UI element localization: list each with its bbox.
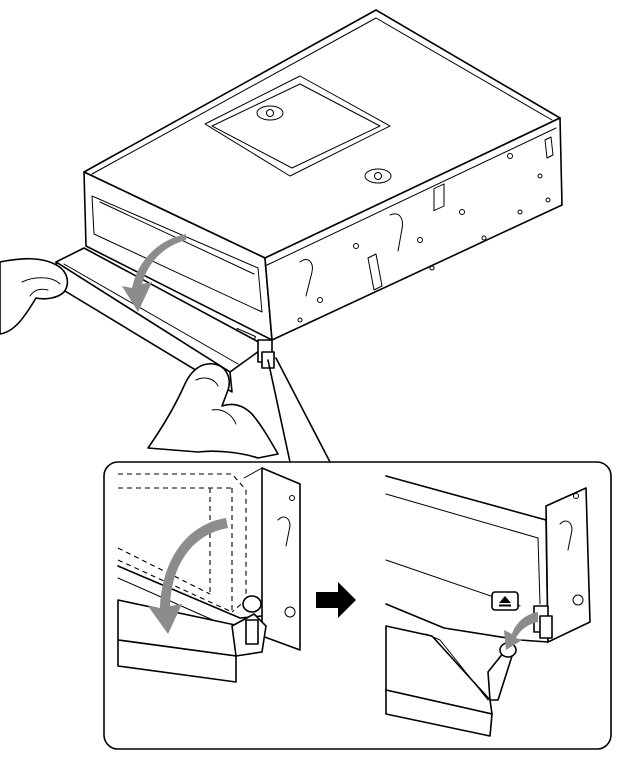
detail-after xyxy=(385,475,591,737)
rotate-down-arrow-icon xyxy=(148,518,228,634)
side-panel-details xyxy=(297,136,554,323)
drive-unit xyxy=(83,9,563,349)
top-slot xyxy=(204,75,391,177)
front-tray-opening xyxy=(91,195,263,313)
top-screw-1 xyxy=(256,105,284,121)
detail-callout-box xyxy=(103,461,612,750)
top-screw-2 xyxy=(364,168,392,184)
right-arrow-icon xyxy=(316,582,356,618)
drive-side-face xyxy=(264,117,563,341)
hand-icon xyxy=(147,362,279,459)
hand-icon xyxy=(0,257,69,335)
detail-before xyxy=(117,467,301,683)
rotate-down-arrow-icon xyxy=(122,234,186,312)
eject-icon xyxy=(491,591,519,611)
rotate-down-arrow-icon xyxy=(504,612,538,650)
detail-leader-line xyxy=(275,357,331,463)
detail-leader-line xyxy=(267,359,291,463)
